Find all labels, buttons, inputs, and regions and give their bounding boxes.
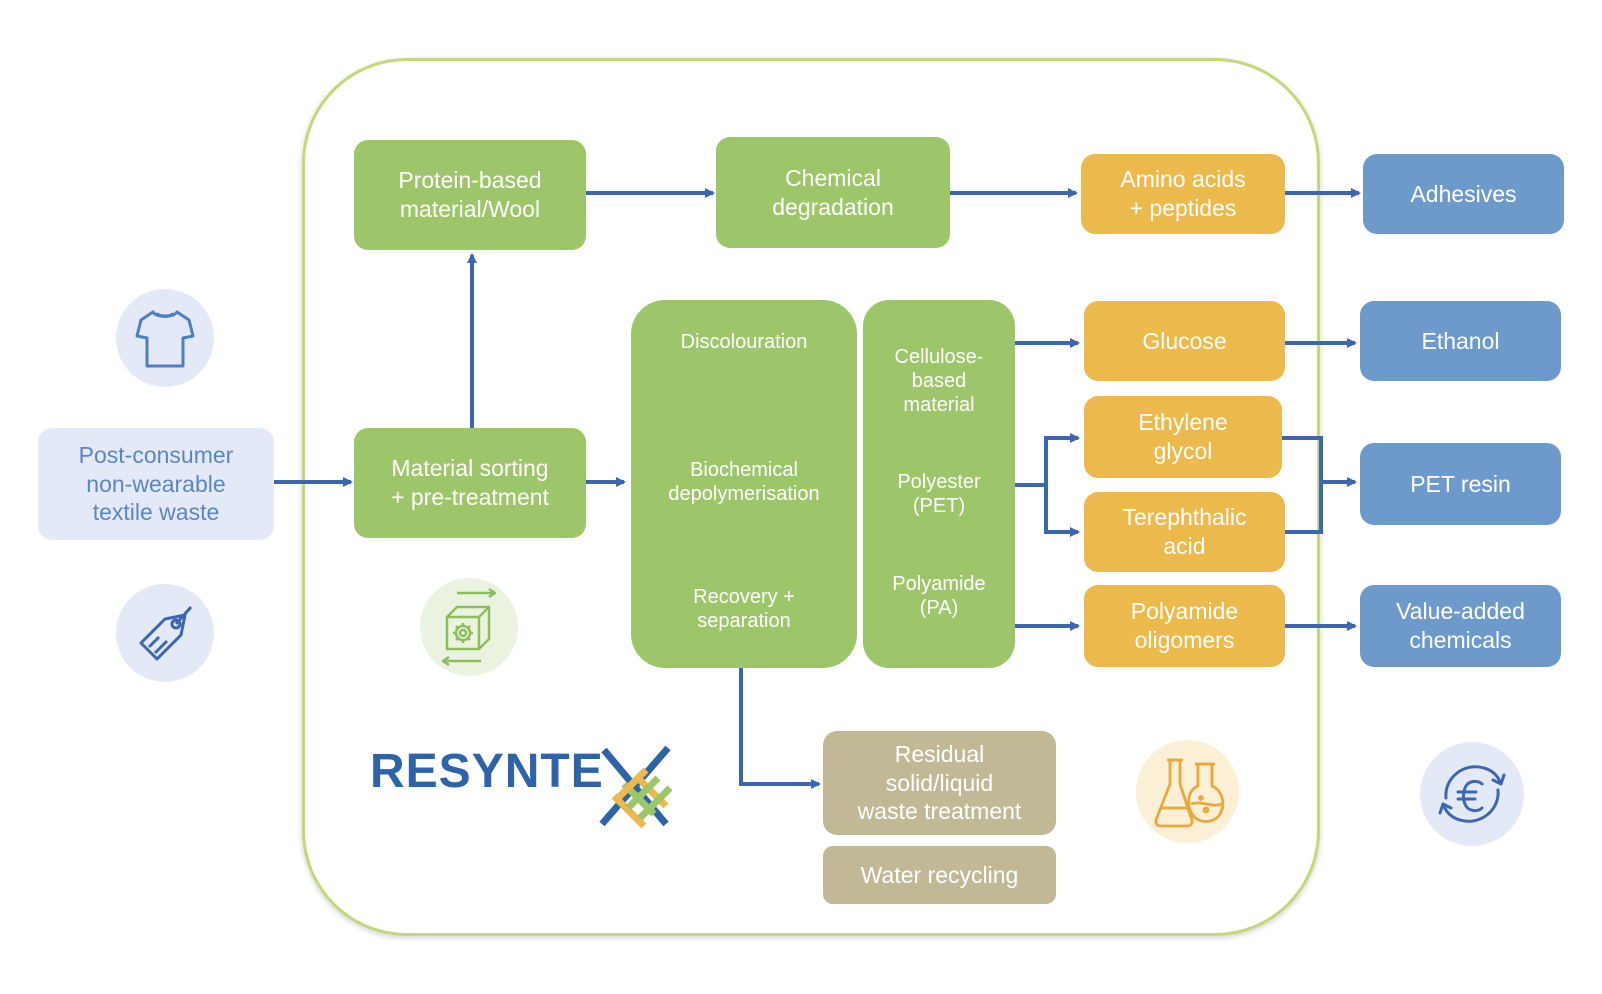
- material-cellulose: Cellulose- based material: [894, 346, 984, 416]
- t-shirt-icon: [116, 289, 214, 387]
- product-adhesives: Adhesives: [1363, 154, 1564, 234]
- protein-based-material: Protein-based material/Wool: [354, 140, 586, 250]
- step-discolouration: Discolouration: [680, 331, 808, 353]
- euro-cycle-icon: [1420, 742, 1524, 846]
- amino-acids-peptides: Amino acids + peptides: [1081, 154, 1285, 234]
- product-ethanol: Ethanol: [1360, 301, 1561, 381]
- arrow-pet-split: [1014, 433, 1080, 487]
- arrow-pet-split-lower: [1044, 485, 1080, 537]
- materials-column: Cellulose- based material Polyester (PET…: [863, 300, 1015, 668]
- arrow-terephthalic-to-merge: [1282, 482, 1323, 534]
- glucose: Glucose: [1084, 301, 1285, 381]
- resyntex-weave-icon: [599, 745, 673, 829]
- product-value-added-chemicals: Value-added chemicals: [1360, 585, 1561, 667]
- material-polyester: Polyester (PET): [897, 471, 981, 517]
- water-recycling: Water recycling: [823, 846, 1056, 904]
- input-textile-waste: Post-consumer non-wearable textile waste: [38, 428, 274, 540]
- terephthalic-acid: Terephthalic acid: [1084, 492, 1285, 572]
- price-tag-icon: [116, 584, 214, 682]
- resyntex-logo: RESYNTE: [370, 744, 604, 799]
- polyamide-oligomers: Polyamide oligomers: [1084, 585, 1285, 667]
- logo-text: RESYNTE: [370, 745, 604, 798]
- process-boundary: [302, 58, 1320, 936]
- material-polyamide: Polyamide (PA): [892, 573, 986, 619]
- arrow-process-to-residual: [739, 668, 821, 789]
- material-sorting: Material sorting + pre-treatment: [354, 428, 586, 538]
- chemical-degradation: Chemical degradation: [716, 137, 950, 248]
- gear-cube-icon: [420, 578, 518, 676]
- lab-flasks-icon: [1136, 740, 1239, 843]
- residual-waste-treatment: Residual solid/liquid waste treatment: [823, 731, 1056, 835]
- biochemical-process-column: Discolouration Biochemical depolymerisat…: [631, 300, 857, 668]
- step-recovery-separation: Recovery + separation: [693, 586, 795, 632]
- step-biochemical-depolymerisation: Biochemical depolymerisation: [668, 459, 820, 505]
- ethylene-glycol: Ethylene glycol: [1084, 396, 1282, 478]
- arrow-ethylene-to-merge: [1282, 436, 1323, 482]
- product-pet-resin: PET resin: [1360, 443, 1561, 525]
